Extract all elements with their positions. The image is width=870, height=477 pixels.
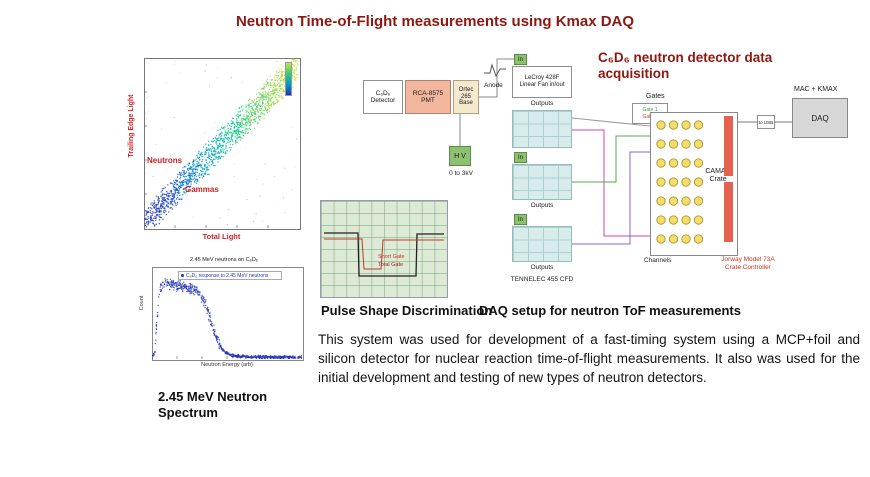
controller-label: Jorway Model 73A Crate Controller [696, 256, 800, 272]
camac-slots [656, 120, 704, 244]
psd-colorbar [285, 62, 292, 96]
scope-short-trace [324, 238, 444, 270]
body-paragraph: This system was used for development of … [318, 332, 860, 386]
fan-in-label: In [517, 56, 523, 63]
wire-gray [571, 117, 651, 127]
legend-marker-dot [181, 274, 184, 277]
cfd-outputs-label-1: Outputs [530, 202, 554, 209]
wire-anode [479, 58, 514, 98]
scope-total-trace [324, 232, 444, 277]
spectrum-legend-label: C₆D₆ response to 2.45 MeV neutrons [186, 272, 269, 279]
cfd-in-box-1: In [514, 152, 527, 163]
spectrum-caption-line2: Spectrum [158, 405, 218, 420]
fan-label-line2: Linear Fan in/out [519, 82, 565, 88]
module-box-3 [512, 226, 572, 262]
psd-ylabel: Trailing Edge Light [128, 94, 135, 158]
mac-kmax-label: MAC + KMAX [794, 86, 838, 93]
detector-label-line1: C₆D₆ [375, 89, 391, 97]
usb-adapter-label: to USB [758, 119, 774, 125]
gate1-label: Gate 1 [642, 107, 658, 113]
wiring-svg [459, 58, 792, 245]
module-box-2 [512, 164, 572, 200]
scope-short-gate-label: Short Gate [378, 254, 405, 260]
anode-label: Anode [484, 82, 503, 89]
gates-label: Gates [646, 93, 665, 100]
scope-traces: Short Gate Total Gate [324, 232, 444, 277]
module-box-1 [512, 110, 572, 148]
hv-label: H V [454, 152, 466, 160]
fan-in-box: In [514, 54, 527, 65]
spectrum-caption-line1: 2.45 MeV Neutron [158, 389, 268, 404]
anode-waveform-icon [484, 63, 506, 78]
wire-purple [572, 151, 650, 245]
spectrum-xlabel: Neutron Energy (arb) [201, 362, 253, 368]
fan-outputs-label: Outputs [530, 100, 554, 107]
daq-label: DAQ [811, 113, 829, 123]
pmt-label: RCA-8575 PMT [412, 89, 444, 104]
cfd-outputs-label-2: Outputs [530, 264, 554, 271]
spectrum-title: 2.45 MeV neutrons on C₆D₆ [189, 257, 259, 263]
daq-setup-caption: DAQ setup for neutron ToF measurements [479, 303, 741, 318]
cfd-in-label-2: In [517, 216, 523, 223]
fan-label-line1: LeCroy 428F [524, 74, 560, 81]
base-box: Ortec 265 Base [453, 80, 479, 114]
cfd-label: TENNELEC 455 CFD [510, 276, 574, 283]
page-title: Neutron Time-of-Flight measurements usin… [235, 13, 635, 30]
pulse-shape-caption: Pulse Shape Discrimination [321, 303, 493, 318]
psd-xlabel: Total Light [202, 232, 241, 241]
spectrum-plot-canvas [152, 278, 302, 359]
scope-screen: Short Gate Total Gate [320, 200, 448, 298]
hv-box: H V [449, 146, 471, 166]
cfd-in-label-1: In [517, 154, 523, 161]
wire-green [572, 135, 650, 183]
camac-crate-label: CAMAC Crate [700, 168, 736, 185]
spectrum-legend: C₆D₆ response to 2.45 MeV neutrons [178, 271, 282, 280]
hv-range-label: 0 to 3kV [449, 170, 473, 177]
controller-card-bottom [724, 182, 733, 242]
psd-plot-canvas [144, 58, 299, 228]
daq-box: DAQ [792, 98, 848, 138]
camac-label-line1: CAMAC [705, 168, 731, 175]
usb-adapter-box: to USB [757, 115, 775, 129]
base-label: Ortec 265 Base [458, 87, 474, 107]
wire-magenta [572, 129, 650, 237]
detector-box: C₆D₆ Detector [363, 80, 403, 114]
channels-label: Channels [644, 257, 672, 264]
controller-card-top [724, 116, 733, 176]
gate2-label: Gate 2 [642, 113, 657, 120]
psd-annotation-gammas: Gammas [185, 185, 219, 194]
cfd-in-box-2: In [514, 214, 527, 225]
pmt-box: RCA-8575 PMT [405, 80, 451, 114]
detector-label-line2: Detector [370, 97, 396, 104]
spectrum-ylabel: Count [139, 295, 145, 311]
controller-label-line1: Jorway Model 73A [721, 256, 775, 263]
psd-annotation-neutrons: Neutrons [147, 156, 183, 165]
camac-label-line2: Crate [709, 176, 727, 184]
scope-total-gate-label: Total Gate [378, 262, 403, 268]
fan-box: LeCroy 428F Linear Fan in/out [512, 66, 572, 98]
controller-label-line2: Crate Controller [725, 264, 771, 272]
daq-heading: C₆D₆ neutron detector data acquisition [598, 50, 773, 82]
